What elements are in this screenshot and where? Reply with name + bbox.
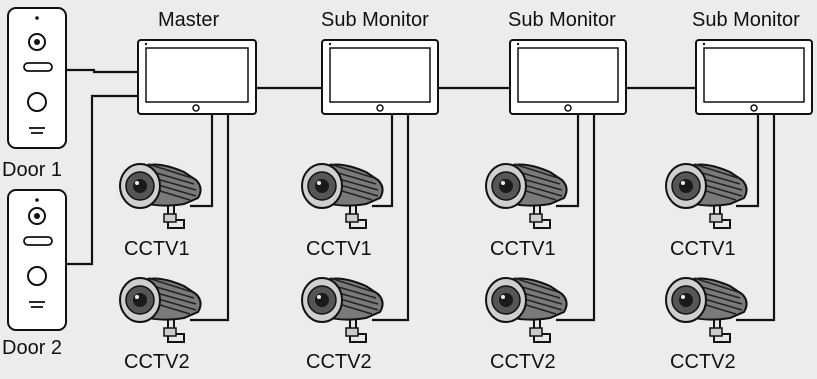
cctv-camera-icon [665,163,748,229]
cctv2-label: CCTV2 [306,351,372,373]
cctv-camera-icon [119,277,202,343]
monitor-sub-2 [509,39,627,115]
cctv-camera-icon [301,277,384,343]
door-station-2 [7,189,67,331]
cctv-camera-icon [665,277,748,343]
door-station-1 [7,7,67,149]
cctv1-label: CCTV1 [306,238,372,260]
cctv-camera-icon [485,277,568,343]
cctv2-label: CCTV2 [124,351,190,373]
cctv2-label: CCTV2 [670,351,736,373]
cctv-camera-icon [301,163,384,229]
cctv1-label: CCTV1 [490,238,556,260]
sub-monitor-3-title: Sub Monitor [692,9,800,31]
sub-monitor-1-title: Sub Monitor [321,9,429,31]
sub-monitor-2-title: Sub Monitor [508,9,616,31]
monitor-sub-3 [695,39,813,115]
cctv-camera-icon [119,163,202,229]
cctv1-label: CCTV1 [670,238,736,260]
cctv-camera-icon [485,163,568,229]
monitor-master [137,39,257,115]
door-1-label: Door 1 [2,159,63,181]
master-monitor-title: Master [158,9,220,31]
door-2-label: Door 2 [2,337,63,359]
cctv1-label: CCTV1 [124,238,190,260]
cctv2-label: CCTV2 [490,351,556,373]
monitor-sub-1 [321,39,439,115]
